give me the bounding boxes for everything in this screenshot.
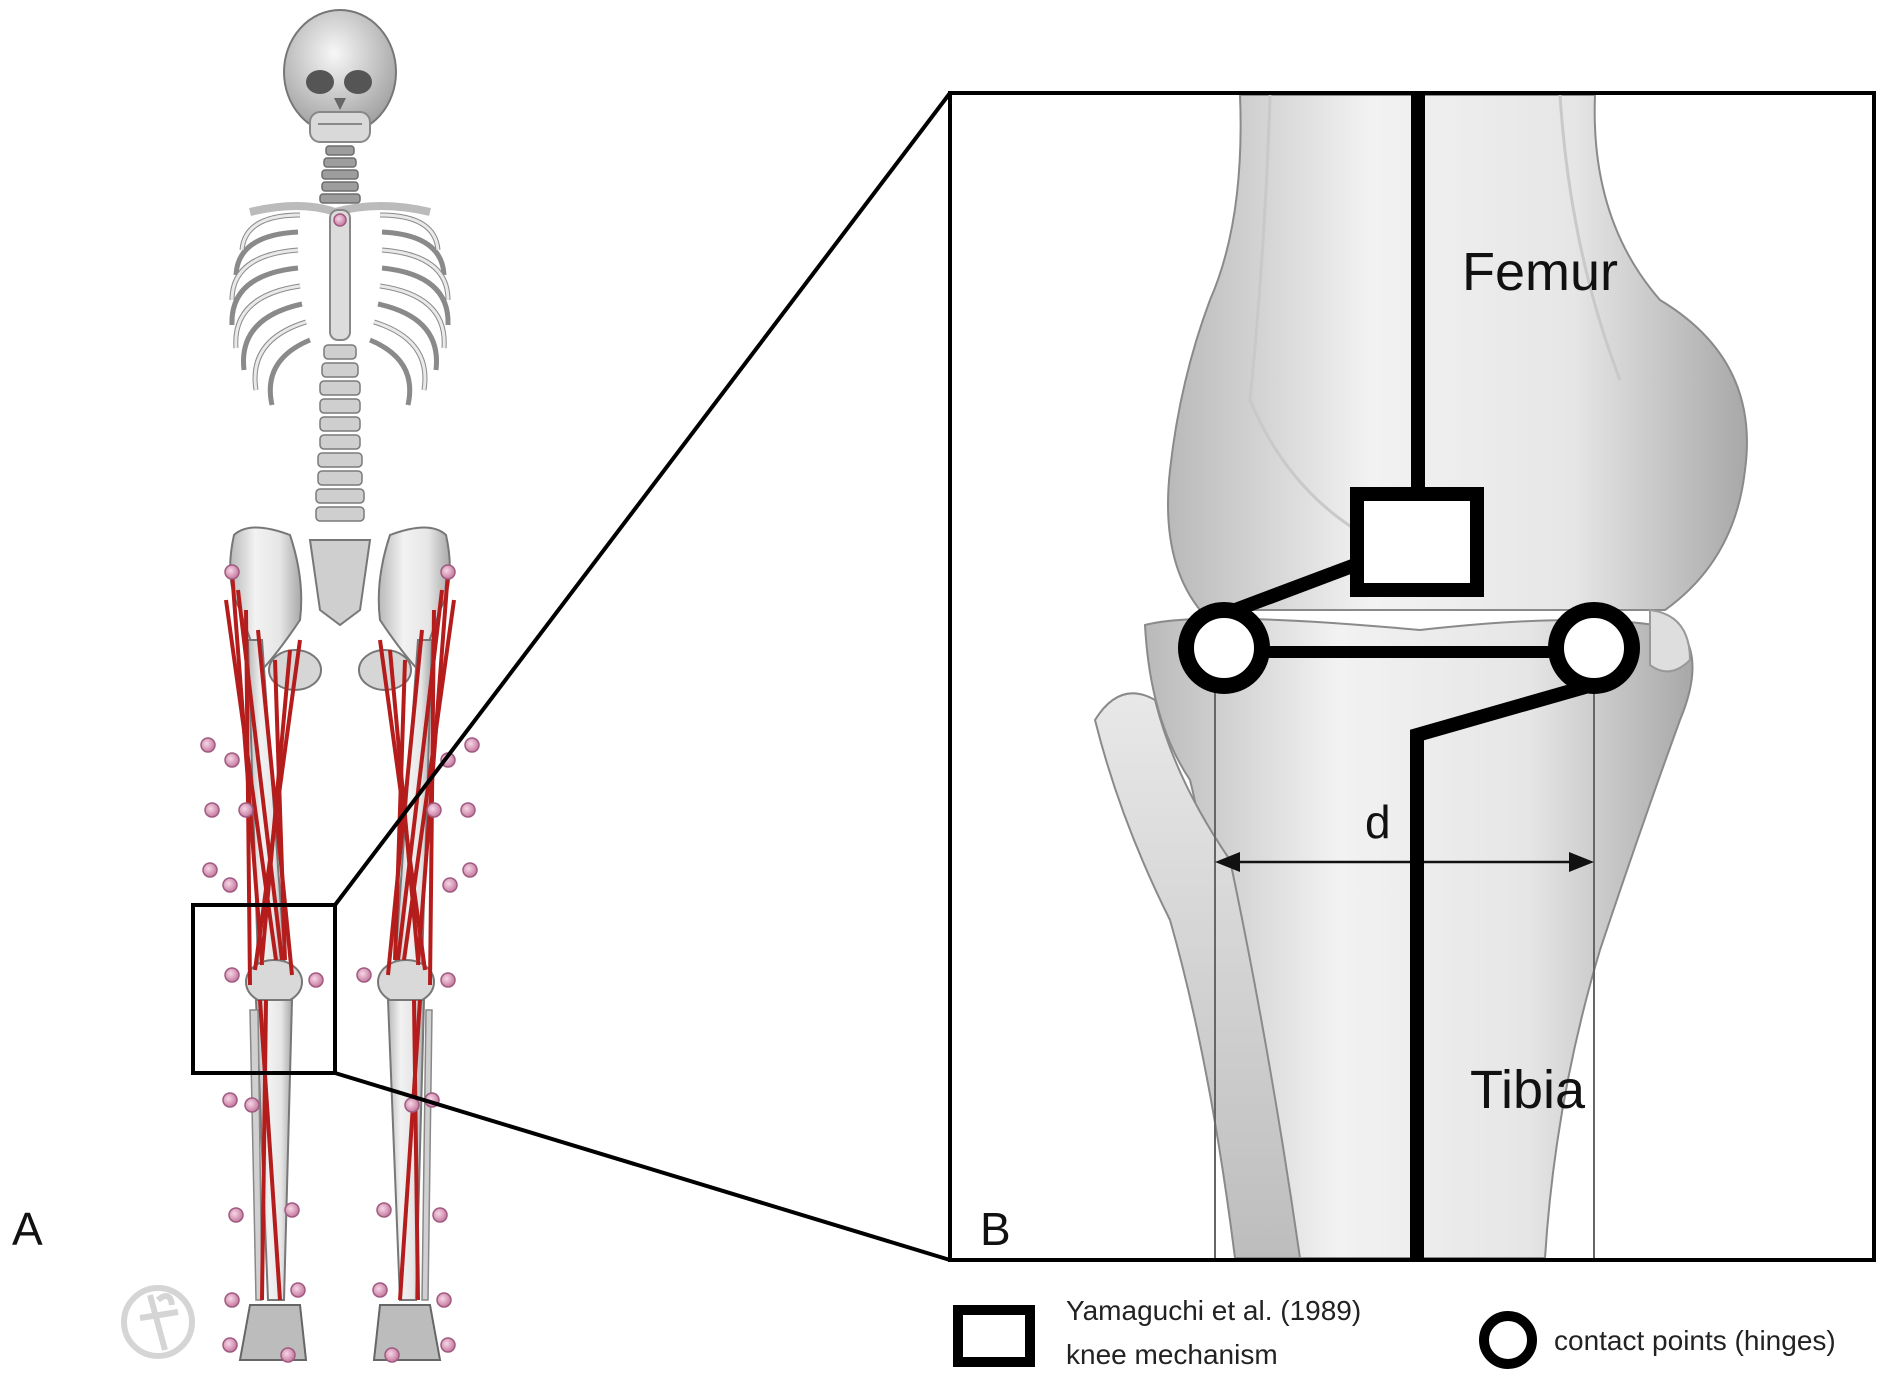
femur-label: Femur [1462,242,1618,302]
knee-closeup-panel: Femur Tibia d B [950,93,1874,1262]
left-leg [374,640,440,1360]
cervical-spine [320,146,360,203]
skull [284,10,396,142]
legend-hinge-label: contact points (hinges) [1554,1325,1836,1356]
mechanism-box [1357,494,1477,590]
panel-a-letter: A [12,1203,43,1255]
panel-b-letter: B [980,1203,1011,1255]
sternum [330,210,350,340]
left-contact-hinge [1186,610,1262,686]
lumbar-spine [316,345,364,521]
tibia-label: Tibia [1470,1060,1586,1120]
legend: Yamaguchi et al. (1989) knee mechanism c… [958,1295,1836,1370]
legend-mechanism-line2: knee mechanism [1066,1339,1278,1370]
legend-mechanism-line1: Yamaguchi et al. (1989) [1066,1295,1361,1326]
watermark-logo [124,1288,192,1356]
right-leg [240,640,306,1360]
distance-label: d [1365,796,1391,848]
right-contact-hinge [1556,610,1632,686]
legend-mechanism-swatch [958,1310,1030,1362]
skeleton-model [124,10,479,1362]
legend-hinge-swatch [1484,1316,1532,1364]
